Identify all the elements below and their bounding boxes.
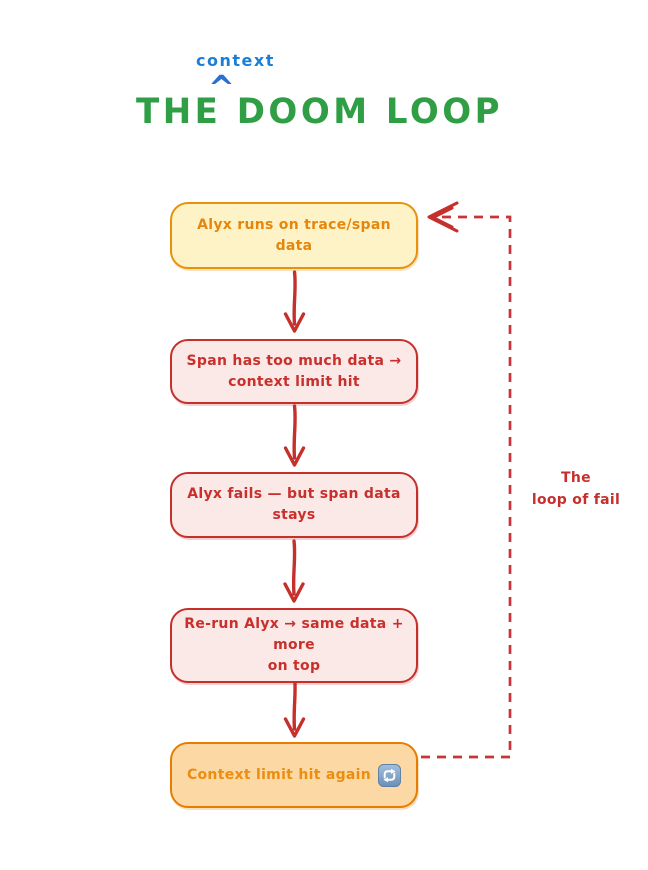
loop-path [421, 201, 512, 759]
flow-arrow-2 [283, 404, 306, 467]
repeat-icon [378, 763, 402, 787]
flow-node-label: Span has too much data → context limit h… [186, 352, 402, 390]
flow-node-label: Context limit hit again [186, 766, 372, 783]
flow-node-rerun-alyx: Re-run Alyx → same data + more on top [170, 608, 418, 683]
flow-node-alyx-fails: Alyx fails — but span data stays [170, 472, 418, 538]
flow-arrow-3 [283, 539, 305, 603]
flow-node-limit-hit-again: Context limit hit again [170, 742, 418, 808]
title-insert-word: context [196, 51, 275, 70]
loop-of-fail-label: The loop of fail [531, 470, 621, 508]
flow-node-label: Alyx runs on trace/span data [197, 216, 391, 254]
flow-node-alyx-runs: Alyx runs on trace/span data [170, 202, 418, 269]
flow-node-label: Alyx fails — but span data stays [187, 486, 401, 523]
flow-arrow-1 [283, 270, 306, 333]
flow-node-label: Re-run Alyx → same data + more on top [184, 616, 404, 674]
flow-arrow-4 [283, 674, 306, 738]
page-title: THE DOOM LOOP [136, 91, 504, 133]
loop-arrowhead-icon [427, 201, 459, 233]
caret-icon: ^ [208, 68, 235, 108]
flow-node-too-much-data: Span has too much data → context limit h… [170, 339, 418, 404]
